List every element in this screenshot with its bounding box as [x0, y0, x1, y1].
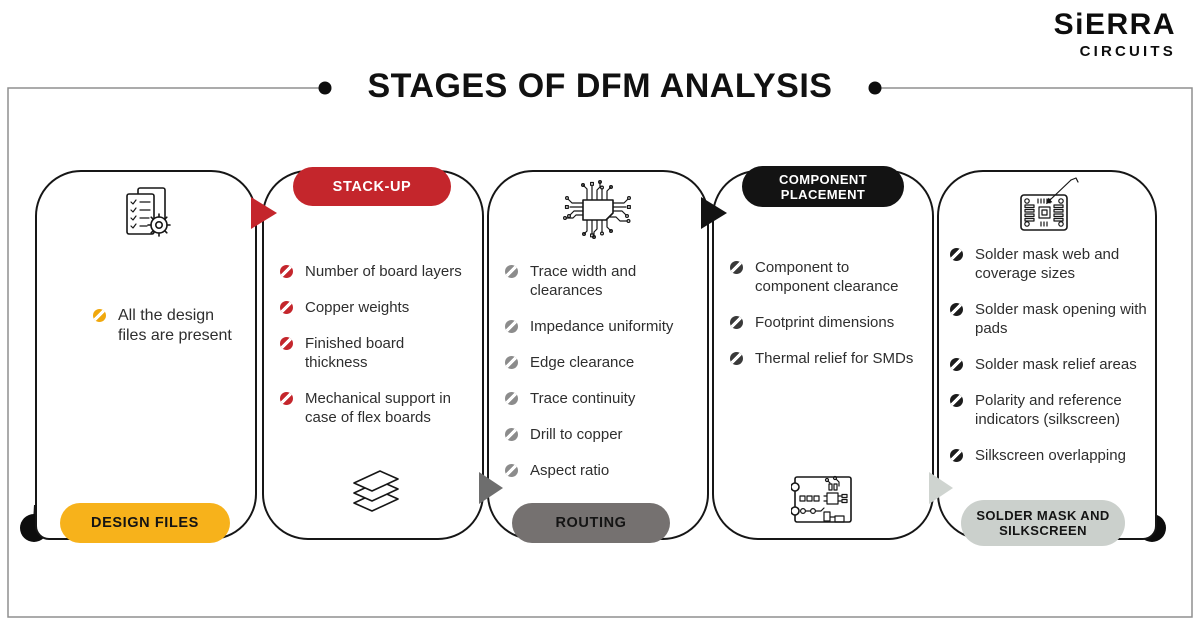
- stage-card-component-placement: Component to component clearance Footpri…: [712, 170, 934, 540]
- stage-card-solder-mask-silkscreen: Solder mask web and coverage sizes Solde…: [937, 170, 1157, 540]
- list-item-text: Number of board layers: [305, 263, 462, 280]
- list-item: Solder mask relief areas: [950, 355, 1150, 374]
- component-placement-list: Component to component clearance Footpri…: [730, 258, 924, 385]
- list-item-text: Silkscreen overlapping: [975, 447, 1126, 464]
- list-item-text: Trace continuity: [530, 390, 636, 407]
- logo-wordmark: SiERRA: [1053, 8, 1176, 41]
- routing-list: Trace width and clearances Impedance uni…: [505, 262, 691, 497]
- list-item-text: Solder mask web and coverage sizes: [975, 246, 1120, 282]
- layer-stack-icon: [264, 470, 482, 528]
- list-item: Solder mask opening with pads: [950, 300, 1150, 338]
- bullet-icon: [280, 301, 293, 314]
- bullet-icon: [505, 392, 518, 405]
- stage-card-routing: Trace width and clearances Impedance uni…: [487, 170, 709, 540]
- list-item-text: Finished board thickness: [305, 335, 405, 371]
- bullet-icon: [505, 356, 518, 369]
- stage-card-stack-up: Number of board layers Copper weights Fi…: [262, 170, 484, 540]
- list-item: Copper weights: [280, 298, 466, 317]
- list-item: Number of board layers: [280, 262, 466, 281]
- list-item-text: Solder mask relief areas: [975, 356, 1137, 373]
- ic-footprint-pointer-icon: [939, 174, 1155, 238]
- list-item: Aspect ratio: [505, 461, 691, 480]
- bullet-icon: [730, 316, 743, 329]
- list-item-text: Aspect ratio: [530, 462, 610, 479]
- stack-up-list: Number of board layers Copper weights Fi…: [280, 262, 466, 444]
- list-item: Trace width and clearances: [505, 262, 691, 300]
- list-item-text: Drill to copper: [530, 426, 623, 443]
- bullet-icon: [505, 265, 518, 278]
- badge-design-files: DESIGN FILES: [60, 503, 230, 543]
- bullet-icon: [280, 392, 293, 405]
- bullet-icon: [505, 320, 518, 333]
- list-item-text: Footprint dimensions: [755, 314, 895, 331]
- sierra-circuits-logo: SiERRA CIRCUITS: [1053, 8, 1176, 61]
- list-item: Impedance uniformity: [505, 317, 691, 336]
- logo-subtext: CIRCUITS: [1079, 43, 1176, 60]
- list-item-text: Component to component clearance: [755, 259, 899, 295]
- bullet-icon: [730, 352, 743, 365]
- list-item-text: Mechanical support in case of flex board…: [305, 390, 451, 426]
- design-files-list: All the design files are present: [93, 306, 245, 363]
- connector-arrow-4: [929, 472, 953, 504]
- bullet-icon: [280, 337, 293, 350]
- list-item: Component to component clearance: [730, 258, 924, 296]
- list-item: Trace continuity: [505, 389, 691, 408]
- list-item-text: Edge clearance: [530, 354, 635, 371]
- badge-routing: ROUTING: [512, 503, 670, 543]
- list-item: Thermal relief for SMDs: [730, 349, 924, 368]
- bullet-icon: [950, 358, 963, 371]
- list-item: Finished board thickness: [280, 334, 466, 372]
- page-title: STAGES OF DFM ANALYSIS: [367, 67, 833, 105]
- bullet-icon: [280, 265, 293, 278]
- title-left-dot: [318, 81, 332, 95]
- pcb-components-icon: [714, 470, 932, 528]
- list-item-text: Impedance uniformity: [530, 318, 674, 335]
- badge-solder-mask-silkscreen: SOLDER MASK AND SILKSCREEN: [961, 500, 1125, 546]
- list-item-text: All the design files are present: [118, 307, 232, 344]
- list-item-text: Thermal relief for SMDs: [755, 350, 914, 367]
- connector-arrow-1: [251, 197, 277, 229]
- bullet-icon: [730, 261, 743, 274]
- design-documents-gear-icon: [37, 184, 255, 242]
- title-right-dot: [868, 81, 882, 95]
- list-item-text: Polarity and reference indicators (silks…: [975, 392, 1122, 428]
- bullet-icon: [950, 303, 963, 316]
- chip-traces-icon: [489, 177, 707, 243]
- list-item: Silkscreen overlapping: [950, 446, 1150, 465]
- list-item: Edge clearance: [505, 353, 691, 372]
- list-item-text: Solder mask opening with pads: [975, 301, 1147, 337]
- list-item-text: Trace width and clearances: [530, 263, 637, 299]
- list-item: Polarity and reference indicators (silks…: [950, 391, 1150, 429]
- bullet-icon: [950, 394, 963, 407]
- badge-component-placement: COMPONENT PLACEMENT: [742, 166, 904, 207]
- bullet-icon: [505, 464, 518, 477]
- list-item: Solder mask web and coverage sizes: [950, 245, 1150, 283]
- badge-stack-up: STACK-UP: [293, 167, 451, 206]
- list-item: All the design files are present: [93, 306, 245, 346]
- bullet-icon: [505, 428, 518, 441]
- connector-arrow-2: [479, 472, 503, 504]
- bullet-icon: [93, 309, 106, 322]
- list-item: Mechanical support in case of flex board…: [280, 389, 466, 427]
- solder-mask-silkscreen-list: Solder mask web and coverage sizes Solde…: [950, 245, 1150, 482]
- connector-arrow-3: [701, 197, 727, 229]
- bullet-icon: [950, 248, 963, 261]
- list-item: Drill to copper: [505, 425, 691, 444]
- list-item-text: Copper weights: [305, 299, 410, 316]
- bullet-icon: [950, 449, 963, 462]
- stage-card-design-files: All the design files are present: [35, 170, 257, 540]
- list-item: Footprint dimensions: [730, 313, 924, 332]
